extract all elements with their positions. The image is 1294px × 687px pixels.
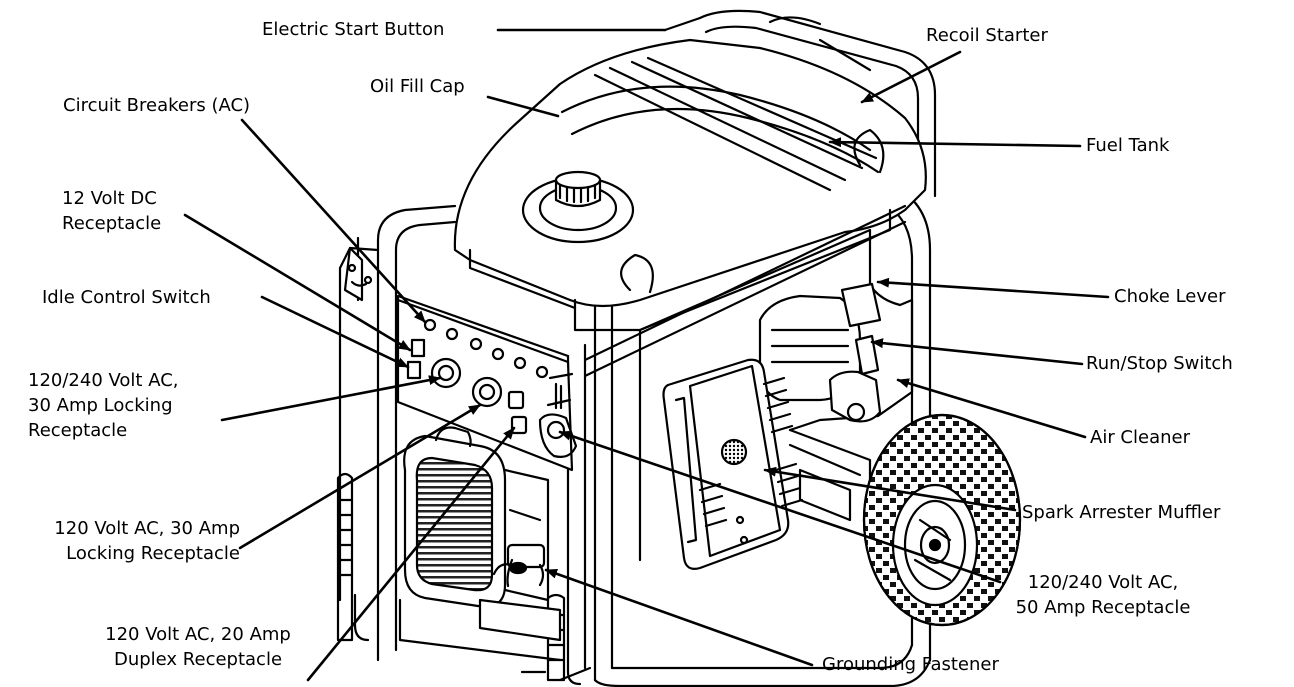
circuit-breaker <box>423 318 437 332</box>
leader-idle-control <box>260 295 410 369</box>
fuel-tank <box>453 16 927 332</box>
circuit-breaker <box>469 337 483 351</box>
label-electric-start-button: Electric Start Button <box>262 19 445 40</box>
label-line: 120 Volt AC, 30 Amp <box>54 518 240 539</box>
leader-muffler <box>763 466 1017 512</box>
alternator-cover <box>398 426 562 662</box>
oil-fill-cap <box>521 170 635 244</box>
label-line: 120/240 Volt AC, <box>28 370 179 391</box>
duplex-receptacle <box>507 390 525 410</box>
leader-choke-lever <box>876 277 1110 299</box>
label-line: 12 Volt DC <box>62 188 157 209</box>
label-receptacle-50a: 120/240 Volt AC, 50 Amp Receptacle <box>1000 570 1206 620</box>
leader-run-stop <box>870 338 1084 366</box>
label-line: 120 Volt AC, 20 Amp <box>105 624 291 645</box>
leader-locking-120 <box>238 403 482 550</box>
label-locking-receptacle-120v: 120 Volt AC, 30 Amp Locking Receptacle <box>10 516 240 566</box>
air-cleaner-part <box>828 370 882 423</box>
locking-receptacle-240v <box>430 357 462 389</box>
label-air-cleaner: Air Cleaner <box>1090 427 1190 448</box>
duplex-receptacle <box>510 415 528 435</box>
leader-dc-receptacle <box>183 213 412 352</box>
receptacle-50a <box>538 413 578 458</box>
leader-air-cleaner <box>896 378 1087 439</box>
label-line: 120/240 Volt AC, <box>1027 572 1179 593</box>
leader-recoil-starter <box>860 50 962 104</box>
label-line: 30 Amp Locking <box>28 395 173 416</box>
leader-locking-240 <box>220 375 442 422</box>
leader-lines <box>183 28 1110 682</box>
label-line: Receptacle <box>28 420 128 441</box>
wheel <box>862 413 1022 627</box>
leader-grounding <box>544 568 814 667</box>
label-dc-receptacle: 12 Volt DC Receptacle <box>62 186 161 236</box>
circuit-breaker <box>513 356 527 370</box>
label-grounding-fastener: Grounding Fastener <box>822 654 999 675</box>
grounding-fastener-part <box>478 543 562 642</box>
label-line: 50 Amp Receptacle <box>1015 597 1191 618</box>
leader-fuel-tank <box>828 137 1082 148</box>
locking-receptacle-120v <box>471 376 503 408</box>
leader-oil-fill-cap <box>486 95 560 118</box>
spark-arrester-muffler-part <box>662 358 804 570</box>
leader-50a <box>558 430 1002 584</box>
label-circuit-breakers: Circuit Breakers (AC) <box>63 95 251 116</box>
circuit-breaker <box>535 365 549 379</box>
frame-back <box>593 9 937 687</box>
circuit-breaker <box>491 347 505 361</box>
leader-circuit-breakers <box>240 118 427 324</box>
control-panel <box>343 246 578 472</box>
leader-duplex <box>306 426 516 682</box>
circuit-breaker <box>445 327 459 341</box>
label-run-stop-switch: Run/Stop Switch <box>1086 353 1233 374</box>
label-spark-arrester-muffler: Spark Arrester Muffler <box>1022 502 1221 523</box>
dc-receptacle <box>410 338 426 358</box>
label-oil-fill-cap: Oil Fill Cap <box>370 76 465 97</box>
label-line: Duplex Receptacle <box>113 649 283 670</box>
idle-control-switch <box>406 360 422 380</box>
label-locking-receptacle-240v: 120/240 Volt AC, 30 Amp Locking Receptac… <box>28 368 179 443</box>
label-fuel-tank: Fuel Tank <box>1086 135 1170 156</box>
label-idle-control-switch: Idle Control Switch <box>42 287 211 308</box>
label-choke-lever: Choke Lever <box>1114 286 1226 307</box>
label-line: Receptacle <box>62 213 162 234</box>
label-recoil-starter: Recoil Starter <box>926 25 1048 46</box>
label-line: Locking Receptacle <box>66 543 240 564</box>
label-duplex-receptacle: 120 Volt AC, 20 Amp Duplex Receptacle <box>88 622 308 672</box>
